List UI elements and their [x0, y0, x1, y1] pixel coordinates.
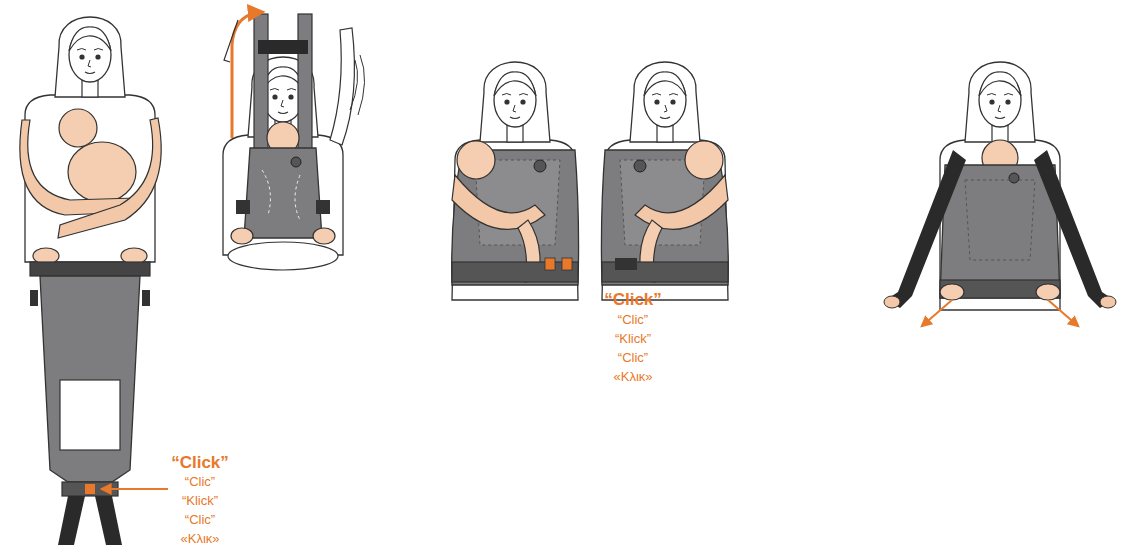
click-label: «Κλικ» — [571, 369, 695, 385]
illustration-part — [940, 165, 1060, 298]
illustration-part — [1034, 150, 1114, 308]
illustration-part — [25, 95, 155, 262]
illustration-part — [965, 180, 1035, 260]
illustration-part — [224, 20, 238, 62]
illustration-part — [254, 14, 268, 154]
illustration-part — [965, 62, 1035, 142]
illustration-part — [1100, 296, 1116, 308]
click-label: “Klick” — [138, 493, 262, 509]
illustration-part — [20, 120, 135, 215]
illustration-part — [95, 496, 122, 545]
illustration-part — [291, 157, 301, 167]
illustration-part — [940, 284, 964, 300]
illustration-part — [330, 28, 354, 145]
illustration-part — [1009, 173, 1019, 183]
click-label: «Κλικ» — [138, 531, 262, 547]
illustration-part — [228, 242, 338, 270]
figure-three — [452, 62, 579, 300]
figure-one — [20, 17, 168, 545]
click-label: “Click” — [138, 453, 262, 473]
illustration-part — [85, 484, 95, 494]
illustration-part — [1036, 284, 1060, 300]
illustration-part — [922, 300, 952, 326]
illustration-part — [40, 276, 140, 482]
illustration-part — [58, 118, 161, 238]
illustration-part — [258, 40, 308, 54]
illustration-part — [59, 109, 97, 147]
illustration-part — [232, 12, 262, 138]
click-label: “Clic” — [138, 512, 262, 528]
illustration-part — [316, 200, 330, 214]
click-label: “Klick” — [571, 331, 695, 347]
click-label: “Clic” — [571, 350, 695, 366]
illustration-part — [545, 258, 555, 270]
illustration-part — [884, 296, 900, 308]
illustration-part — [350, 55, 365, 115]
illustration-part — [236, 200, 250, 214]
illustration-part — [223, 135, 343, 255]
illustration-part — [142, 290, 150, 306]
illustration-part — [615, 258, 637, 270]
figure-two — [223, 12, 365, 270]
illustration-part — [601, 62, 728, 300]
illustration-part — [562, 258, 572, 270]
figure-four — [601, 62, 728, 300]
illustration-part — [231, 228, 253, 244]
illustration-part — [313, 228, 335, 244]
click-label: “Click” — [571, 290, 695, 310]
click-label: “Clic” — [138, 474, 262, 490]
illustration-part — [262, 170, 300, 220]
illustration-part — [68, 142, 136, 202]
illustration-part — [244, 148, 322, 238]
illustration-part — [102, 488, 168, 490]
illustration-part — [58, 496, 85, 545]
illustration-part — [298, 14, 312, 154]
illustration-part — [452, 62, 579, 300]
illustration-part — [30, 262, 150, 276]
figure-five — [884, 62, 1116, 326]
illustration-part — [60, 380, 120, 450]
click-label: “Clic” — [571, 312, 695, 328]
illustration-part — [1048, 300, 1078, 326]
illustration-part — [886, 150, 966, 308]
illustration-part — [30, 290, 38, 306]
illustration-part — [55, 17, 125, 97]
